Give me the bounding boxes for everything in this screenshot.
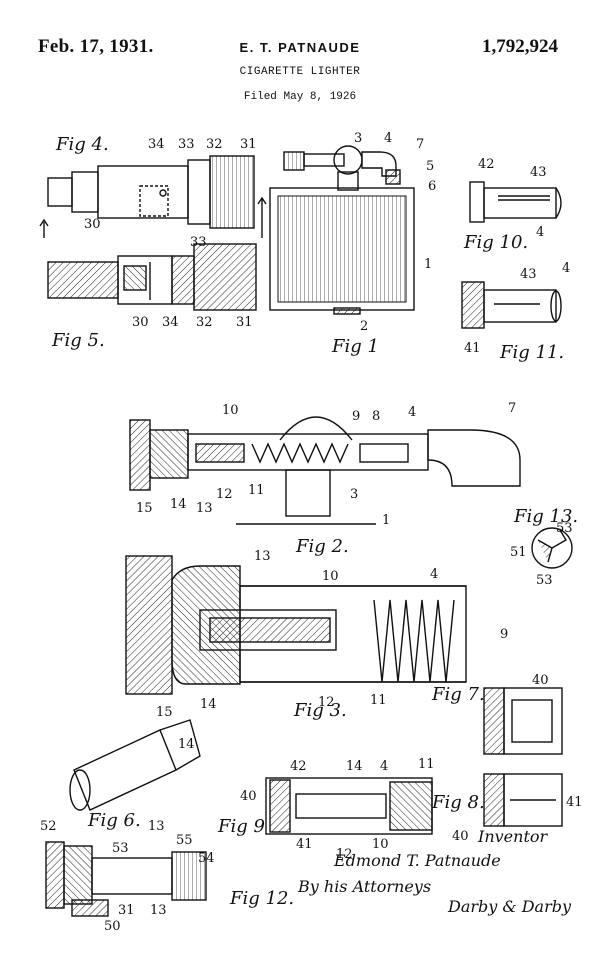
ref-11-fig2: 11	[248, 483, 265, 498]
ref-5-fig1: 5	[426, 159, 434, 174]
inventor-label: Inventor	[477, 827, 549, 846]
ref-9-fig2: 9	[352, 409, 360, 424]
fig2-drawing	[130, 417, 520, 524]
ref-52-fig9: 52	[40, 819, 57, 834]
fig11-label: Fig 11.	[499, 342, 564, 363]
ref-40-fig7: 40	[532, 673, 549, 688]
ref-41-fig7: 41	[566, 795, 583, 810]
ref-3-fig1: 3	[354, 131, 362, 146]
fig12-label: Fig 12.	[229, 888, 294, 909]
ref-43-fig11: 43	[520, 267, 537, 282]
ref-54-fig9: 54	[198, 851, 215, 866]
ref-4-fig10: 4	[536, 225, 544, 240]
fig1-label: Fig 1	[331, 336, 379, 357]
ref-11-fig8: 11	[418, 757, 435, 772]
fig8-label: Fig 8.	[431, 792, 485, 813]
ref-32-fig5: 32	[196, 315, 213, 330]
fig6-drawing	[70, 720, 200, 810]
ref-4-fig8: 4	[380, 759, 388, 774]
ref-13-fig9-top: 13	[148, 819, 165, 834]
fig2-label: Fig 2.	[295, 536, 349, 557]
fig8-drawing	[266, 778, 432, 834]
ref-31-fig4: 31	[240, 137, 257, 152]
ref-40-bottom: 40	[452, 829, 469, 844]
fig11-drawing	[462, 282, 561, 328]
ref-14-fig3: 14	[200, 697, 217, 712]
ref-9-fig3: 9	[500, 627, 508, 642]
fig1-drawing	[270, 146, 414, 314]
ref-13-fig3: 13	[254, 549, 271, 564]
ref-33-fig5: 33	[190, 235, 207, 250]
fig10-drawing	[470, 182, 561, 222]
ref-14-fig2: 14	[170, 497, 187, 512]
ref-30-fig4: 30	[84, 217, 101, 232]
fig9-label: Fig 9	[217, 816, 265, 837]
ref-11-fig3: 11	[370, 693, 387, 708]
ref-40-fig8: 40	[240, 789, 257, 804]
inventor-signature: Edmond T. Patnaude	[333, 851, 501, 870]
ref-51-fig13: 51	[510, 545, 527, 560]
fig7-label: Fig 7.	[431, 684, 485, 705]
ref-13-fig2: 13	[196, 501, 213, 516]
ref-8-fig2: 8	[372, 409, 380, 424]
ref-10-fig2: 10	[222, 403, 239, 418]
attorneys-by-line: By his Attorneys	[297, 877, 431, 896]
ref-43-fig10: 43	[530, 165, 547, 180]
ref-12-fig2: 12	[216, 487, 233, 502]
fig7-drawing	[484, 688, 562, 826]
ref-55-fig9: 55	[176, 833, 193, 848]
ref-31-fig9: 31	[118, 903, 135, 918]
fig4-drawing	[40, 156, 266, 238]
fig6-label: Fig 6.	[87, 810, 141, 831]
ref-31-fig5: 31	[236, 315, 253, 330]
ref-33-fig4: 33	[178, 137, 195, 152]
ref-50-fig9: 50	[104, 919, 121, 934]
ref-34-fig5: 34	[162, 315, 179, 330]
ref-15-fig2: 15	[136, 501, 153, 516]
ref-1-fig2: 1	[382, 513, 390, 528]
ref-10-fig3: 10	[322, 569, 339, 584]
ref-32-fig4: 32	[206, 137, 223, 152]
ref-15-fig3: 15	[156, 705, 173, 720]
ref-53-fig13-upper: 53	[556, 521, 573, 536]
fig5-label: Fig 5.	[51, 330, 105, 351]
ref-14-fig8: 14	[346, 759, 363, 774]
ref-4-fig3: 4	[430, 567, 438, 582]
ref-34-fig4: 34	[148, 137, 165, 152]
ref-13-fig9-bottom: 13	[150, 903, 167, 918]
ref-30-fig5: 30	[132, 315, 149, 330]
fig3-drawing	[126, 556, 466, 694]
ref-53-fig13-lower: 53	[536, 573, 553, 588]
ref-42-fig8: 42	[290, 759, 307, 774]
ref-2-fig1: 2	[360, 319, 368, 334]
attorneys-signature: Darby & Darby	[447, 897, 572, 916]
ref-14-fig6: 14	[178, 737, 195, 752]
ref-7-fig1: 7	[416, 137, 424, 152]
ref-4-fig1: 4	[384, 131, 392, 146]
ref-3-fig2: 3	[350, 487, 358, 502]
ref-4-fig11: 4	[562, 261, 570, 276]
ref-12-fig3: 12	[318, 695, 335, 710]
ref-10-fig8: 10	[372, 837, 389, 852]
ref-41-fig8: 41	[296, 837, 313, 852]
ref-6-fig1: 6	[428, 179, 436, 194]
ref-7-fig2: 7	[508, 401, 516, 416]
fig5-drawing	[48, 244, 256, 310]
ref-53-fig9: 53	[112, 841, 129, 856]
ref-42-fig10: 42	[478, 157, 495, 172]
fig4-label: Fig 4.	[55, 134, 109, 155]
ref-1-fig1: 1	[424, 257, 432, 272]
ref-4-fig2: 4	[408, 405, 416, 420]
ref-41-fig11: 41	[464, 341, 481, 356]
fig10-label: Fig 10.	[463, 232, 528, 253]
